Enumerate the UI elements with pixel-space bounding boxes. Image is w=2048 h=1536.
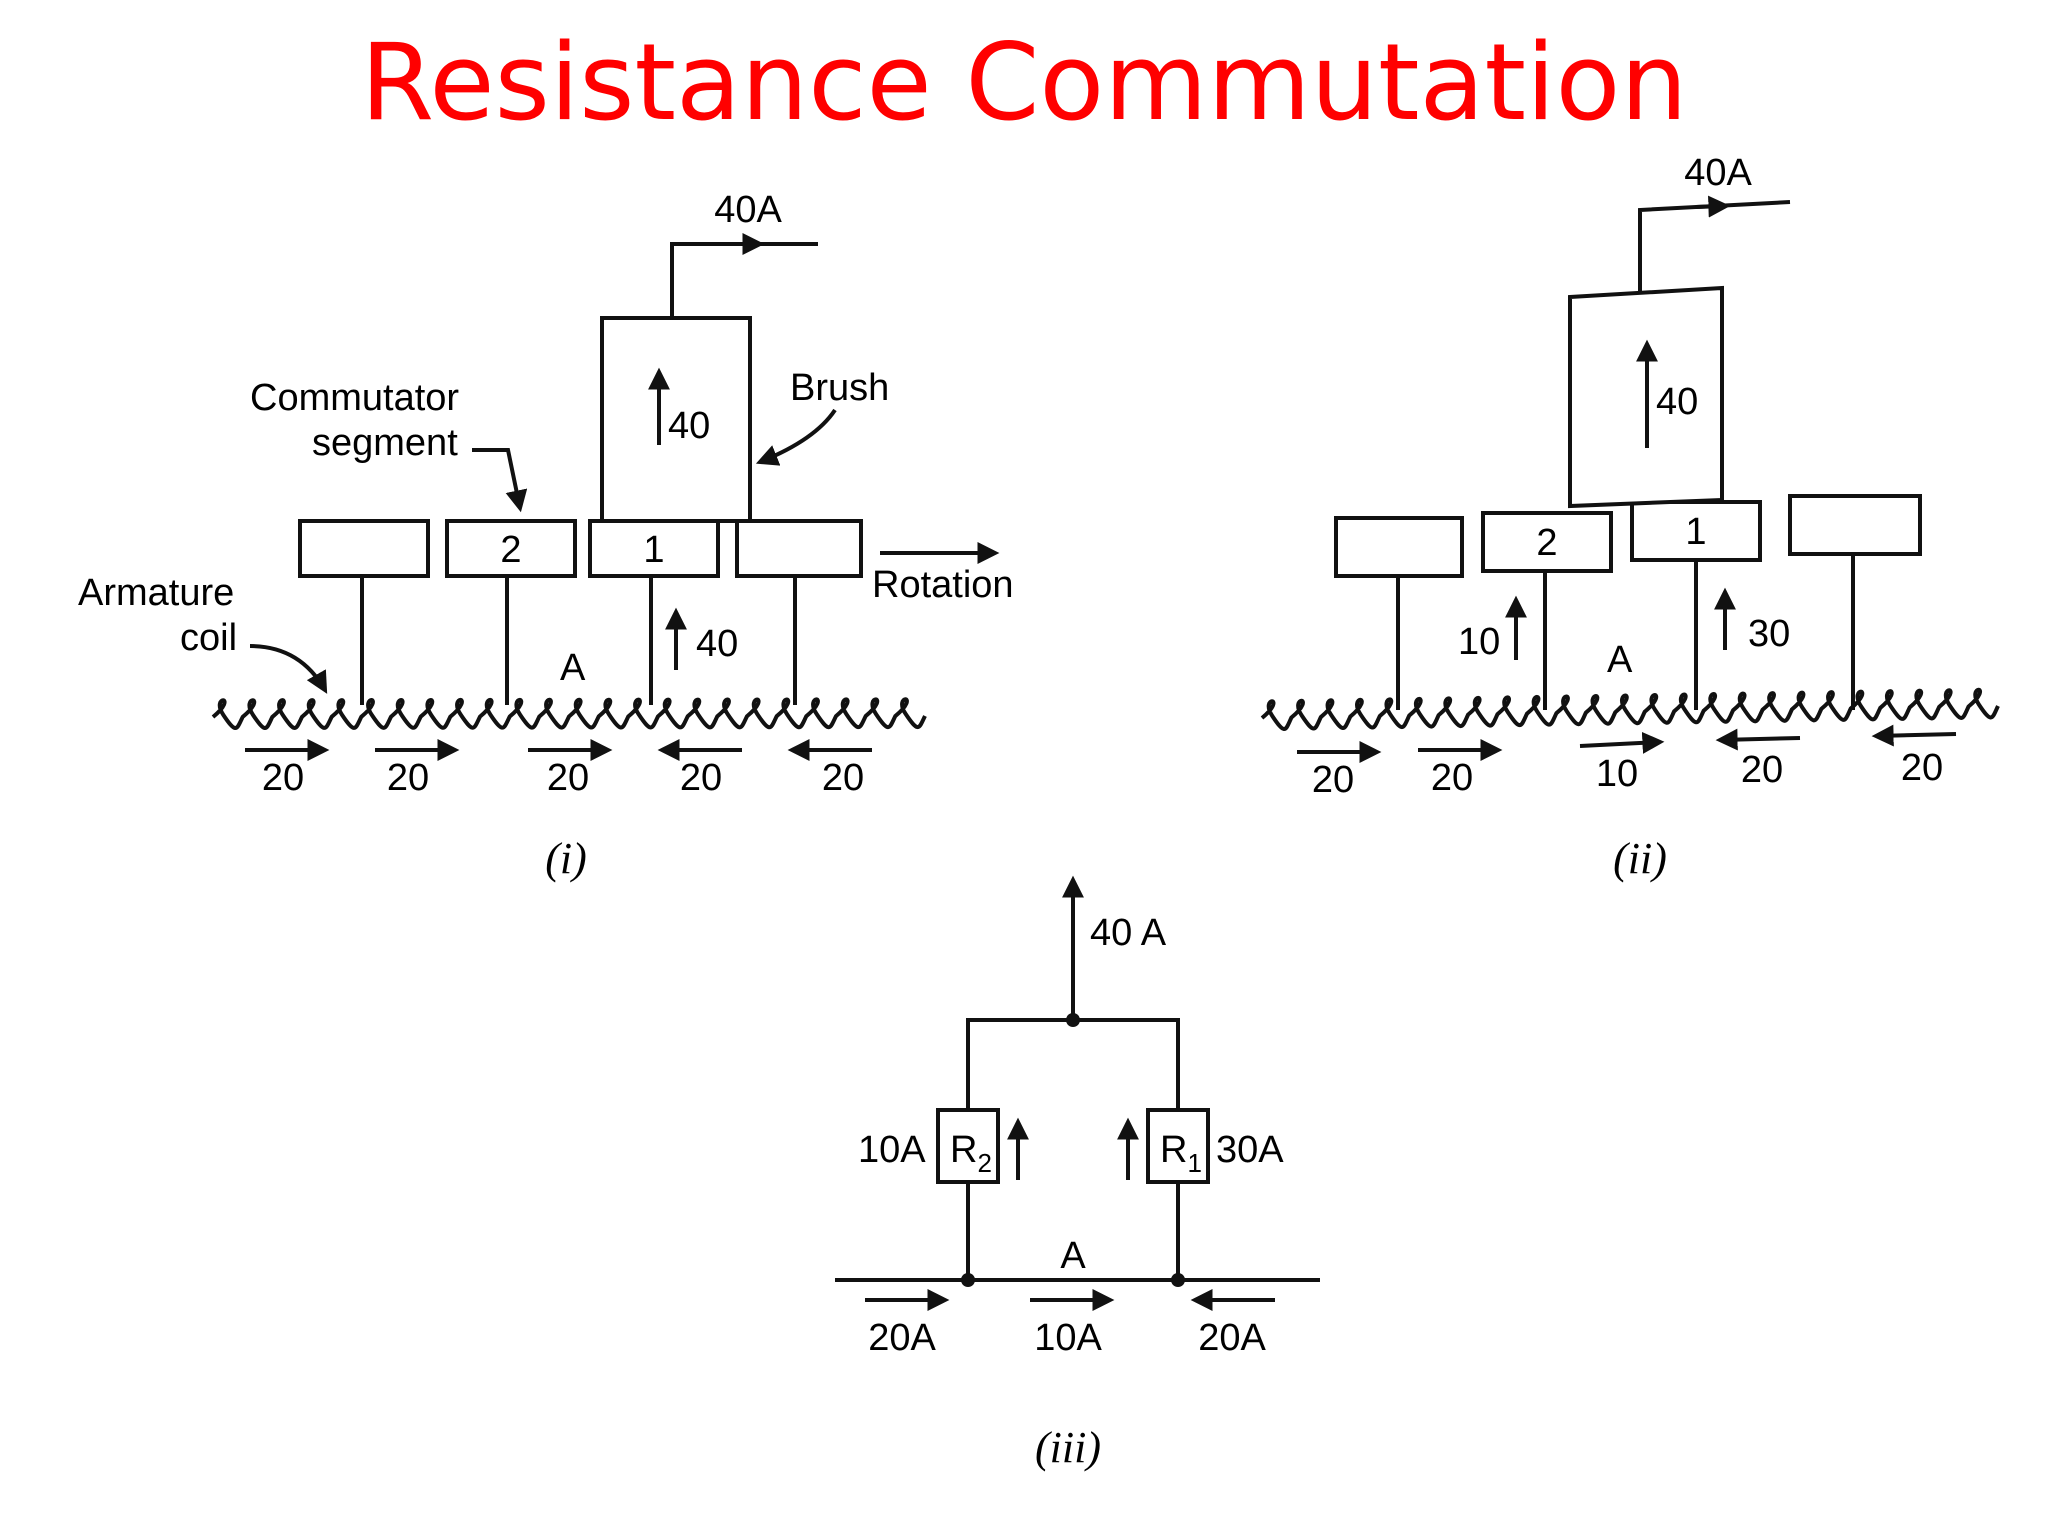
point-a-label: A	[1060, 1235, 1086, 1277]
armature-coil	[1260, 687, 2000, 731]
junction-node	[1171, 1273, 1185, 1287]
output-lead	[670, 242, 818, 318]
coil-current-label: 20	[262, 757, 304, 799]
armature-coil	[211, 697, 927, 730]
output-lead	[1638, 200, 1791, 292]
parallel-branch-top	[966, 1018, 1180, 1110]
commutator-segment	[1334, 516, 1464, 578]
segment-number-2: 2	[1536, 522, 1557, 564]
junction-node	[961, 1273, 975, 1287]
commutator-segment	[298, 519, 430, 578]
coil-current-label: 20	[1431, 757, 1473, 799]
riser-current-label: 30	[1748, 613, 1790, 655]
brush-label: Brush	[790, 367, 889, 409]
coil-current-label: 20	[680, 757, 722, 799]
coil-pointer	[249, 644, 328, 694]
segment-pointer	[472, 448, 528, 513]
bottom-current-label: 10A	[1034, 1317, 1102, 1359]
caption-iii: (iii)	[1035, 1423, 1101, 1472]
figure-iii: 40 A R2 R1 10A 30A A 20A 10A 20A (iii)	[835, 875, 1320, 1472]
slide-title: Resistance Commutation	[360, 21, 1688, 144]
commutator-segment-2	[1481, 511, 1613, 573]
segment-number-2: 2	[500, 529, 521, 571]
coil-current-label: 20	[1741, 749, 1783, 791]
coil-label-line2: coil	[180, 617, 237, 659]
rotation-label: Rotation	[872, 564, 1014, 606]
riser-current-label: 10	[1458, 621, 1500, 663]
segment-number-1: 1	[643, 529, 664, 571]
coil-current-arrow	[1715, 728, 1801, 751]
segment-label-line1: Commutator	[250, 377, 459, 419]
coil-current-arrow	[1871, 724, 1957, 747]
brush	[600, 316, 752, 523]
caption-i: (i)	[545, 834, 587, 883]
point-a-label: A	[1607, 639, 1633, 681]
coil-current-label: 20	[1901, 747, 1943, 789]
right-current-label: 30A	[1216, 1129, 1284, 1171]
output-current-label: 40A	[1684, 152, 1752, 194]
point-a-label: A	[560, 647, 586, 689]
coil-label-line1: Armature	[78, 572, 234, 614]
brush-current-label: 40	[1656, 381, 1698, 423]
left-current-label: 10A	[858, 1129, 926, 1171]
commutator-segment-2	[445, 519, 577, 578]
segment-number-1: 1	[1685, 511, 1706, 553]
brush-current-label: 40	[668, 405, 710, 447]
bottom-current-label: 20A	[868, 1317, 936, 1359]
coil-current-label: 20	[822, 757, 864, 799]
r1-label: R1	[1160, 1129, 1202, 1178]
brush-pointer	[755, 408, 837, 466]
commutator-segment	[1788, 494, 1922, 556]
output-current-label: 40 A	[1090, 912, 1167, 954]
commutator-segment	[735, 519, 863, 578]
coil-current-label: 20	[387, 757, 429, 799]
r2-label: R2	[950, 1129, 992, 1178]
riser-current-label: 40	[696, 623, 738, 665]
bottom-current-label: 20A	[1198, 1317, 1266, 1359]
caption-ii: (ii)	[1613, 834, 1667, 883]
output-current-label: 40A	[714, 189, 782, 231]
output-arrow	[1695, 195, 1731, 218]
coil-current-label: 20	[1312, 759, 1354, 801]
coil-current-arrow	[1579, 731, 1665, 754]
segment-label-line2: segment	[312, 422, 458, 464]
resistor-r1	[1146, 1108, 1210, 1184]
figure-i: 2 1 40A 40 Brush Commutator segment Arma…	[78, 189, 1014, 883]
coil-current-label: 10	[1596, 753, 1638, 795]
figure-ii: 2 1 40A 40 10 30 A 20 20 10 20	[1260, 152, 2000, 883]
coil-current-label: 20	[547, 757, 589, 799]
